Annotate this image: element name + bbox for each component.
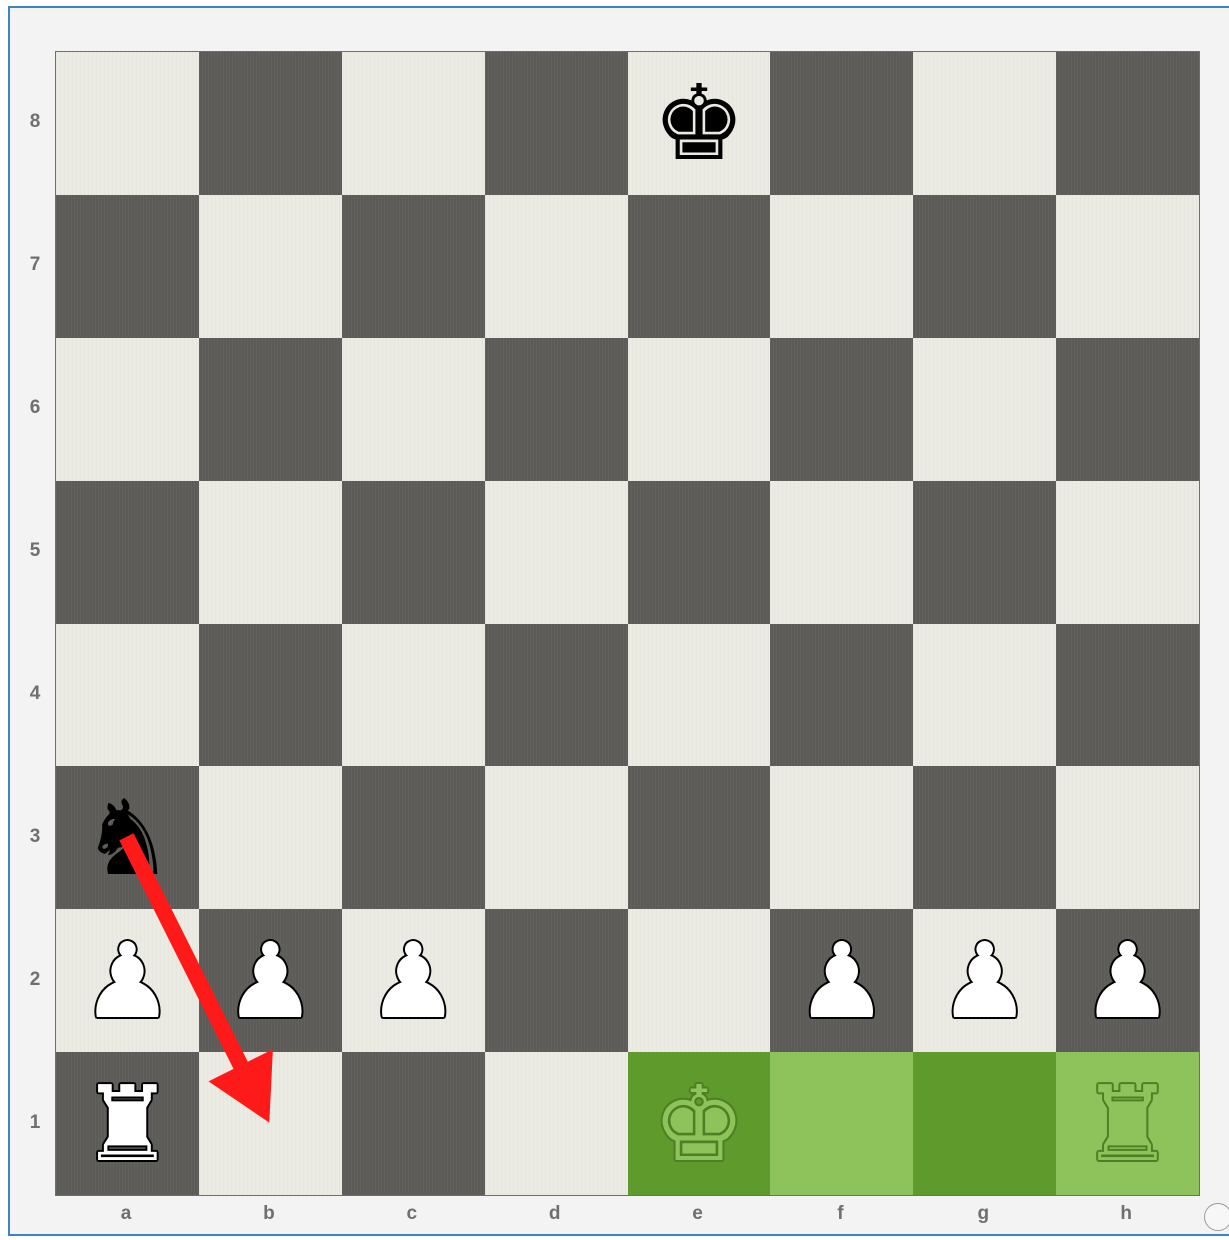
- square-c7[interactable]: [342, 195, 485, 338]
- square-e3[interactable]: [628, 766, 771, 909]
- square-g2[interactable]: ♟: [913, 909, 1056, 1052]
- square-d1[interactable]: [485, 1052, 628, 1195]
- square-b5[interactable]: [199, 481, 342, 624]
- square-d5[interactable]: [485, 481, 628, 624]
- green-king-icon[interactable]: ♚: [628, 1052, 771, 1195]
- square-d2[interactable]: [485, 909, 628, 1052]
- square-f4[interactable]: [770, 624, 913, 767]
- green-rook-icon[interactable]: ♜: [1056, 1052, 1199, 1195]
- square-h1[interactable]: ♜: [1056, 1052, 1199, 1195]
- square-a5[interactable]: [56, 481, 199, 624]
- square-e4[interactable]: [628, 624, 771, 767]
- square-a6[interactable]: [56, 338, 199, 481]
- file-label: d: [484, 1203, 626, 1225]
- square-g4[interactable]: [913, 624, 1056, 767]
- square-d8[interactable]: [485, 52, 628, 195]
- file-label: c: [341, 1203, 483, 1225]
- square-a8[interactable]: [56, 52, 199, 195]
- square-b6[interactable]: [199, 338, 342, 481]
- square-e1[interactable]: ♚: [628, 1052, 771, 1195]
- square-a1[interactable]: ♜: [56, 1052, 199, 1195]
- square-f7[interactable]: [770, 195, 913, 338]
- square-e7[interactable]: [628, 195, 771, 338]
- file-label: e: [627, 1203, 769, 1225]
- rank-label: 8: [26, 111, 44, 133]
- square-d3[interactable]: [485, 766, 628, 909]
- square-h7[interactable]: [1056, 195, 1199, 338]
- rank-label: 1: [26, 1112, 44, 1134]
- square-c1[interactable]: [342, 1052, 485, 1195]
- black-knight-icon[interactable]: ♞: [56, 766, 199, 909]
- square-f3[interactable]: [770, 766, 913, 909]
- square-c8[interactable]: [342, 52, 485, 195]
- white-pawn-icon[interactable]: ♟: [770, 909, 913, 1052]
- square-e8[interactable]: ♚: [628, 52, 771, 195]
- square-h6[interactable]: [1056, 338, 1199, 481]
- square-e6[interactable]: [628, 338, 771, 481]
- file-label: f: [769, 1203, 911, 1225]
- square-a3[interactable]: ♞: [56, 766, 199, 909]
- square-f8[interactable]: [770, 52, 913, 195]
- rank-label: 5: [26, 540, 44, 562]
- square-f1[interactable]: [770, 1052, 913, 1195]
- white-pawn-icon[interactable]: ♟: [342, 909, 485, 1052]
- square-h5[interactable]: [1056, 481, 1199, 624]
- rank-label: 3: [26, 826, 44, 848]
- resize-handle-icon[interactable]: [1204, 1203, 1229, 1231]
- square-g3[interactable]: [913, 766, 1056, 909]
- square-g8[interactable]: [913, 52, 1056, 195]
- square-g1[interactable]: [913, 1052, 1056, 1195]
- white-rook-icon[interactable]: ♜: [56, 1052, 199, 1195]
- white-pawn-icon[interactable]: ♟: [56, 909, 199, 1052]
- square-g7[interactable]: [913, 195, 1056, 338]
- square-b4[interactable]: [199, 624, 342, 767]
- square-d6[interactable]: [485, 338, 628, 481]
- square-a2[interactable]: ♟: [56, 909, 199, 1052]
- white-pawn-icon[interactable]: ♟: [199, 909, 342, 1052]
- chess-board[interactable]: ♚♞♟♟♟♟♟♟♜♚♜: [55, 51, 1200, 1196]
- square-h8[interactable]: [1056, 52, 1199, 195]
- square-f6[interactable]: [770, 338, 913, 481]
- square-h2[interactable]: ♟: [1056, 909, 1199, 1052]
- rank-label: 2: [26, 969, 44, 991]
- file-label: a: [55, 1203, 197, 1225]
- square-a4[interactable]: [56, 624, 199, 767]
- square-e5[interactable]: [628, 481, 771, 624]
- square-g6[interactable]: [913, 338, 1056, 481]
- file-label: b: [198, 1203, 340, 1225]
- square-c4[interactable]: [342, 624, 485, 767]
- square-c5[interactable]: [342, 481, 485, 624]
- square-a7[interactable]: [56, 195, 199, 338]
- square-c3[interactable]: [342, 766, 485, 909]
- file-label: h: [1055, 1203, 1197, 1225]
- square-c6[interactable]: [342, 338, 485, 481]
- rank-label: 6: [26, 397, 44, 419]
- white-pawn-icon[interactable]: ♟: [1056, 909, 1199, 1052]
- square-h3[interactable]: [1056, 766, 1199, 909]
- square-f2[interactable]: ♟: [770, 909, 913, 1052]
- square-b3[interactable]: [199, 766, 342, 909]
- rank-label: 4: [26, 683, 44, 705]
- square-b2[interactable]: ♟: [199, 909, 342, 1052]
- file-label: g: [912, 1203, 1054, 1225]
- square-b1[interactable]: [199, 1052, 342, 1195]
- square-d7[interactable]: [485, 195, 628, 338]
- white-pawn-icon[interactable]: ♟: [913, 909, 1056, 1052]
- square-g5[interactable]: [913, 481, 1056, 624]
- square-d4[interactable]: [485, 624, 628, 767]
- square-b7[interactable]: [199, 195, 342, 338]
- square-f5[interactable]: [770, 481, 913, 624]
- square-b8[interactable]: [199, 52, 342, 195]
- black-king-icon[interactable]: ♚: [628, 52, 771, 195]
- square-e2[interactable]: [628, 909, 771, 1052]
- square-c2[interactable]: ♟: [342, 909, 485, 1052]
- rank-label: 7: [26, 254, 44, 276]
- square-h4[interactable]: [1056, 624, 1199, 767]
